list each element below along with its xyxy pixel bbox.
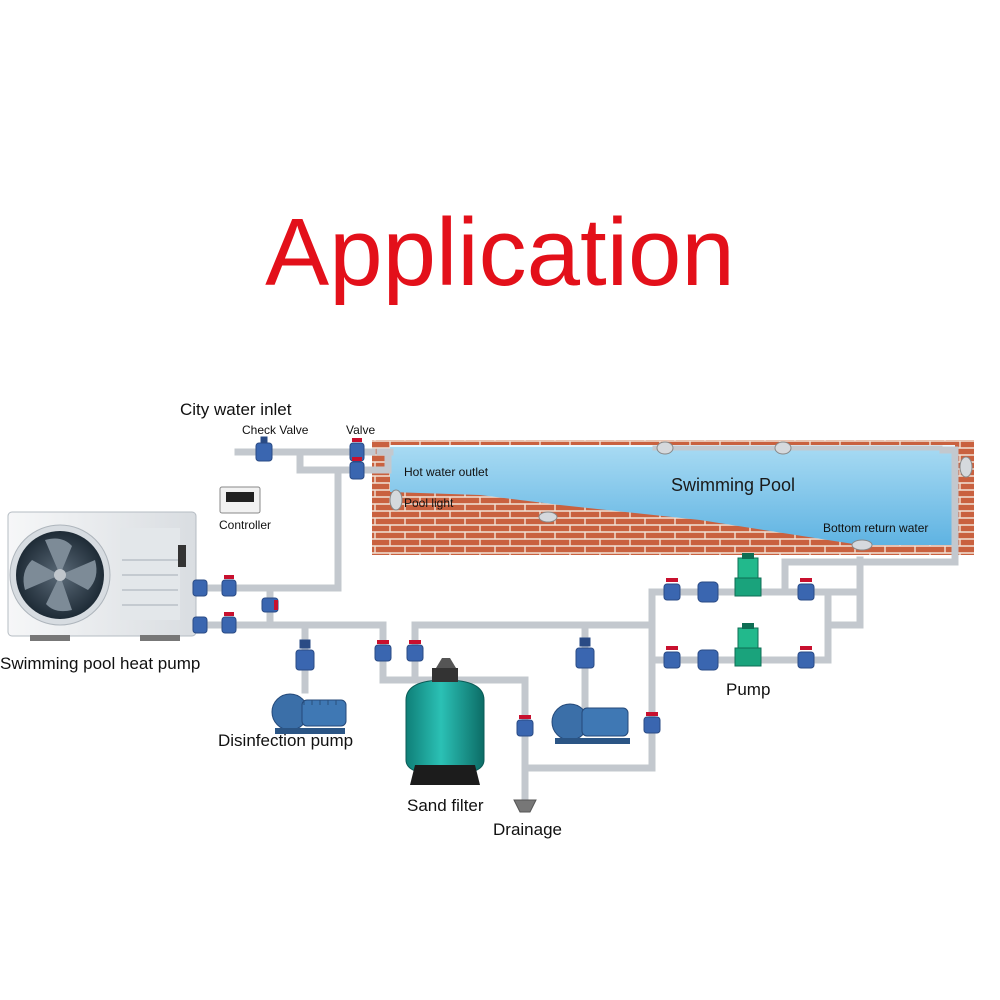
check-valve-label: Check Valve <box>242 423 309 437</box>
swimming-pool <box>372 440 974 555</box>
sand-filter-label: Sand filter <box>407 796 484 815</box>
valve-icon <box>643 712 661 734</box>
pump-icon <box>551 703 630 744</box>
bottom-return-water-label: Bottom return water <box>823 521 929 535</box>
valve-icon <box>261 597 279 613</box>
valve-icon <box>295 639 315 671</box>
valve-icon <box>516 715 534 737</box>
drain-icon <box>513 799 537 813</box>
valve-icon <box>349 438 365 462</box>
valve-icon <box>255 436 273 462</box>
valve-icon <box>374 640 392 662</box>
disinfection-pump-label: Disinfection pump <box>218 731 354 750</box>
controller <box>219 486 261 514</box>
pool-light-label: Pool light <box>404 496 454 510</box>
valve-icon <box>797 646 815 669</box>
drainage-label: Drainage <box>493 820 562 839</box>
valve-icon <box>192 579 208 597</box>
filter-icon <box>405 658 485 785</box>
fan-icon <box>9 524 111 626</box>
valve-icon <box>221 575 237 597</box>
valve-icon <box>797 578 815 601</box>
pump-icon <box>734 623 762 667</box>
valve-icon <box>406 640 424 662</box>
hot-water-outlet-label: Hot water outlet <box>404 465 489 479</box>
valve-icon <box>349 457 365 480</box>
controller-label: Controller <box>219 518 272 532</box>
valve-icon <box>697 581 719 603</box>
valve-icon <box>697 649 719 671</box>
pump-icon <box>271 693 347 734</box>
heat-pump <box>7 511 197 641</box>
page-title: Application <box>265 199 735 306</box>
heat-pump-label: Swimming pool heat pump <box>0 654 201 673</box>
valve-label: Valve <box>346 423 376 437</box>
swimming-pool-label: Swimming Pool <box>671 475 796 495</box>
valve-icon <box>663 646 681 669</box>
valve-icon <box>663 578 681 601</box>
pump-label: Pump <box>726 680 771 699</box>
pump-icon <box>734 553 762 597</box>
valve-icon <box>192 616 208 634</box>
city-water-inlet-label: City water inlet <box>180 400 292 419</box>
lamp-icon <box>389 489 403 511</box>
valve-icon <box>221 612 237 634</box>
valve-icon <box>575 637 595 669</box>
